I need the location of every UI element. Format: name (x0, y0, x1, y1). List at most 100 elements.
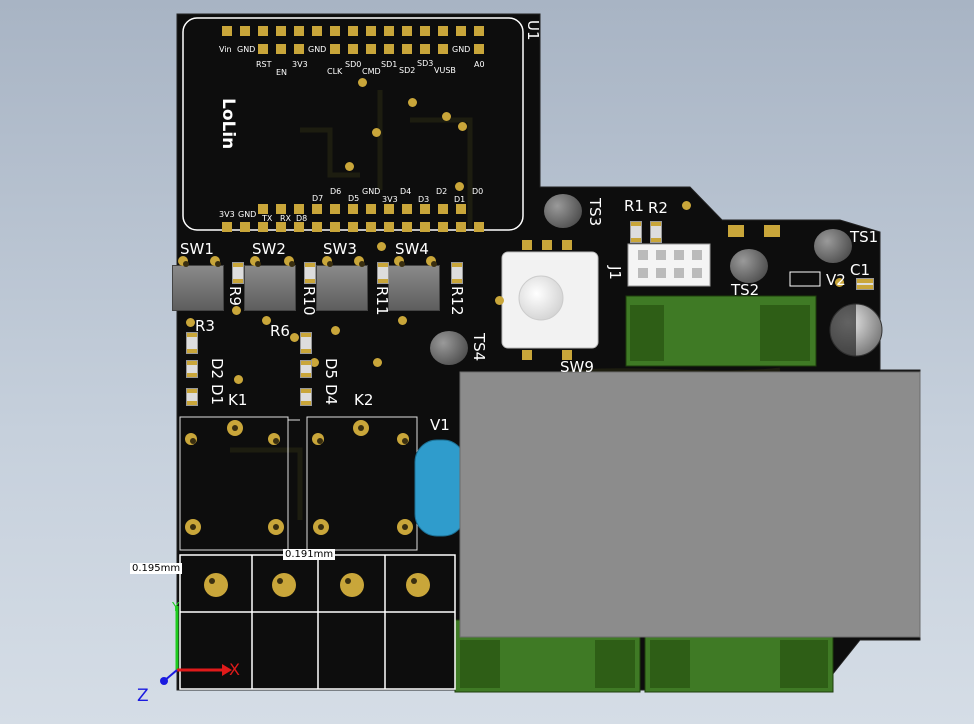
u1-label: U1 (524, 20, 542, 41)
sw4-label: SW4 (395, 240, 429, 258)
sw-pad (322, 256, 333, 267)
pin-b-d4: D4 (400, 187, 412, 196)
transistor-ts2 (730, 249, 768, 283)
d2-label: D2 (208, 358, 226, 380)
sw3-label: SW3 (323, 240, 357, 258)
pin-en: EN (276, 68, 288, 77)
pin-b-rx: RX (280, 214, 292, 223)
pin-b-d8: D8 (296, 214, 308, 223)
pin-b-d5: D5 (348, 194, 360, 203)
switch-sw3[interactable] (316, 265, 368, 311)
smd-pad (728, 225, 744, 237)
pin-b-tx: TX (262, 214, 273, 223)
encoder-pad (522, 240, 532, 250)
switch-sw1[interactable] (172, 265, 224, 311)
pin-gnd-1: GND (237, 45, 256, 54)
r2-label: R2 (648, 199, 668, 217)
resistor-r11 (377, 262, 389, 284)
relay-k1-outline (179, 416, 289, 551)
transistor-ts4 (430, 331, 468, 365)
transformer (459, 371, 921, 638)
diode-d1 (186, 388, 198, 406)
pin-vin: Vin (219, 45, 232, 54)
pin-sd1: SD1 (381, 60, 398, 69)
resistor-r1 (630, 221, 642, 243)
resistor-r9 (232, 262, 244, 284)
transistor-ts1 (814, 229, 852, 263)
x-capacitor-v1 (414, 439, 466, 537)
d5-label: D5 (322, 358, 340, 380)
r11-label: R11 (373, 286, 391, 316)
r10-label: R10 (300, 286, 318, 316)
pin-b-d6: D6 (330, 187, 342, 196)
sw9-label: SW9 (560, 358, 594, 376)
measure-vertical: 0.195mm (130, 563, 183, 574)
encoder-knob (518, 275, 564, 321)
encoder-pad (562, 350, 572, 360)
pin-clk: CLK (327, 67, 343, 76)
axis-z-label: Z (137, 686, 149, 706)
pin-b-d7: D7 (312, 194, 324, 203)
resistor-r6 (300, 332, 312, 354)
pin-3v3: 3V3 (292, 60, 308, 69)
encoder-pad (562, 240, 572, 250)
pin-sd2: SD2 (399, 66, 416, 75)
diode-d2 (186, 360, 198, 378)
resistor-r12 (451, 262, 463, 284)
switch-sw2[interactable] (244, 265, 296, 311)
transistor-ts3 (544, 194, 582, 228)
pin-sd0: SD0 (345, 60, 362, 69)
r12-label: R12 (448, 286, 466, 316)
encoder-pad (542, 240, 552, 250)
pin-gnd-2: GND (308, 45, 327, 54)
pin-b-d1: D1 (454, 195, 466, 204)
ts4-label: TS4 (470, 333, 488, 362)
pin-b-3v3-2: 3V3 (382, 195, 398, 204)
pin-b-gnd2: GND (362, 187, 381, 196)
d1-label: D1 (208, 384, 226, 406)
pin-vusb: VUSB (434, 66, 456, 75)
capacitor-c1 (856, 278, 874, 290)
diode-d5 (300, 360, 312, 378)
d4-label: D4 (322, 384, 340, 406)
pin-b-gnd: GND (238, 210, 257, 219)
smd-pad (764, 225, 780, 237)
ts3-label: TS3 (586, 198, 604, 227)
sw-pad (210, 256, 221, 267)
sw-pad (250, 256, 261, 267)
switch-sw4[interactable] (388, 265, 440, 311)
resistor-r10 (304, 262, 316, 284)
pin-sd3: SD3 (417, 59, 434, 68)
r3-label: R3 (195, 317, 215, 335)
lolin-label: LoLin (218, 98, 238, 150)
pin-rst: RST (256, 60, 272, 69)
pin-b-d3: D3 (418, 195, 430, 204)
axis-y-label: Y (172, 600, 180, 614)
encoder-pad (522, 350, 532, 360)
sw2-label: SW2 (252, 240, 286, 258)
pin-cmd: CMD (362, 67, 381, 76)
j1-label: J1 (606, 266, 624, 280)
sw-pad (394, 256, 405, 267)
pin-a0: A0 (474, 60, 485, 69)
axis-triad (160, 606, 232, 685)
ts1-label: TS1 (850, 228, 879, 246)
sw-pad (178, 256, 189, 267)
resistor-r2 (650, 221, 662, 243)
r9-label: R9 (226, 286, 244, 306)
measure-horizontal: 0.191mm (283, 549, 336, 560)
pin-b-3v3: 3V3 (219, 210, 235, 219)
k1-label: K1 (228, 391, 248, 409)
v2-label: V2 (826, 271, 846, 289)
resistor-r3 (186, 332, 198, 354)
sw-pad (284, 256, 295, 267)
r6-label: R6 (270, 322, 290, 340)
pin-b-d2: D2 (436, 187, 448, 196)
r1-label: R1 (624, 197, 644, 215)
ts2-label: TS2 (731, 281, 760, 299)
pin-gnd-3: GND (452, 45, 471, 54)
sw-pad (426, 256, 437, 267)
axis-x-label: X (229, 660, 240, 679)
pin-b-d0: D0 (472, 187, 484, 196)
